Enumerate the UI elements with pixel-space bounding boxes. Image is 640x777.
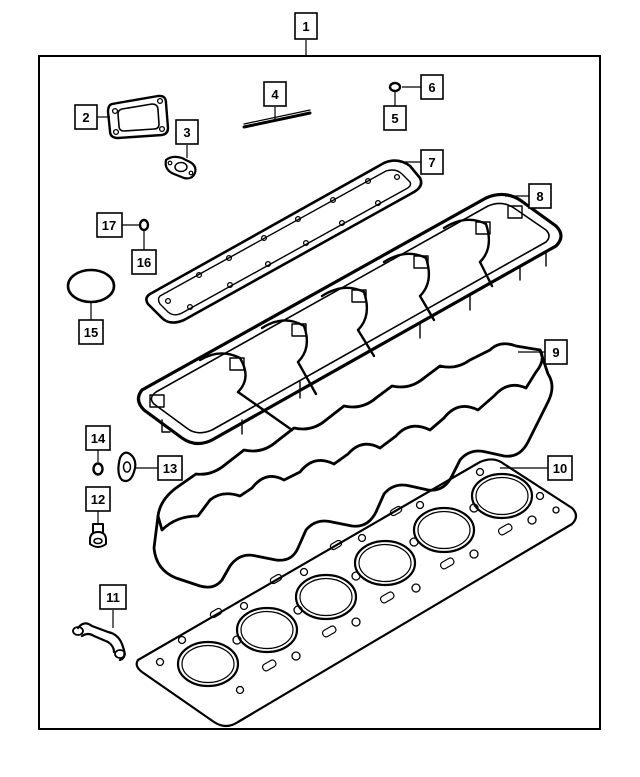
part-10-head-gasket[interactable] [135, 458, 578, 728]
part-16-o-ring[interactable] [138, 218, 150, 232]
callout-5[interactable]: 5 [383, 92, 407, 131]
svg-text:2: 2 [82, 110, 89, 125]
part-15-large-o-ring[interactable] [66, 268, 116, 304]
callout-12[interactable]: 12 [85, 486, 111, 524]
svg-text:13: 13 [163, 461, 177, 476]
part-14-o-ring[interactable] [92, 462, 104, 476]
callout-17[interactable]: 17 [96, 212, 139, 238]
svg-text:10: 10 [553, 461, 567, 476]
part-7-valve-cover-gasket[interactable] [145, 159, 423, 324]
callout-16[interactable]: 16 [131, 231, 157, 275]
callout-1[interactable]: 1 [294, 12, 318, 56]
svg-text:16: 16 [137, 255, 151, 270]
part-13-small-flange-gasket[interactable] [117, 451, 137, 483]
svg-text:6: 6 [428, 80, 435, 95]
part-11-tube-gasket[interactable] [72, 622, 126, 662]
callout-13[interactable]: 13 [136, 455, 183, 481]
callout-10[interactable]: 10 [500, 455, 573, 481]
svg-text:11: 11 [106, 590, 120, 605]
kit-frame [38, 55, 601, 730]
callout-11[interactable]: 11 [99, 584, 127, 628]
svg-text:3: 3 [183, 125, 190, 140]
callout-2[interactable]: 2 [74, 104, 110, 130]
callout-7[interactable]: 7 [400, 149, 444, 175]
part-2-flange-gasket[interactable] [106, 94, 170, 140]
part-9-wavy-gasket[interactable] [152, 342, 554, 589]
svg-text:7: 7 [428, 155, 435, 170]
callout-4[interactable]: 4 [263, 81, 287, 120]
svg-text:17: 17 [102, 218, 116, 233]
part-3-small-gasket[interactable] [164, 155, 197, 180]
svg-text:12: 12 [91, 492, 105, 507]
callout-14[interactable]: 14 [85, 425, 111, 462]
svg-text:5: 5 [391, 111, 398, 126]
part-6-o-ring[interactable] [388, 81, 402, 93]
callout-3[interactable]: 3 [175, 119, 199, 158]
callout-15[interactable]: 15 [78, 302, 104, 345]
callout-9[interactable]: 9 [518, 339, 568, 365]
svg-text:4: 4 [271, 87, 279, 102]
callout-6[interactable]: 6 [402, 74, 444, 100]
part-12-plug[interactable] [89, 523, 107, 548]
svg-text:8: 8 [536, 189, 543, 204]
callout-8[interactable]: 8 [505, 183, 552, 209]
svg-text:1: 1 [302, 19, 309, 34]
part-8-rocker-housing-gasket[interactable] [136, 192, 563, 446]
part-4-seal-strip[interactable] [242, 109, 312, 129]
svg-text:14: 14 [91, 431, 106, 446]
svg-text:9: 9 [552, 345, 559, 360]
svg-text:15: 15 [84, 325, 98, 340]
